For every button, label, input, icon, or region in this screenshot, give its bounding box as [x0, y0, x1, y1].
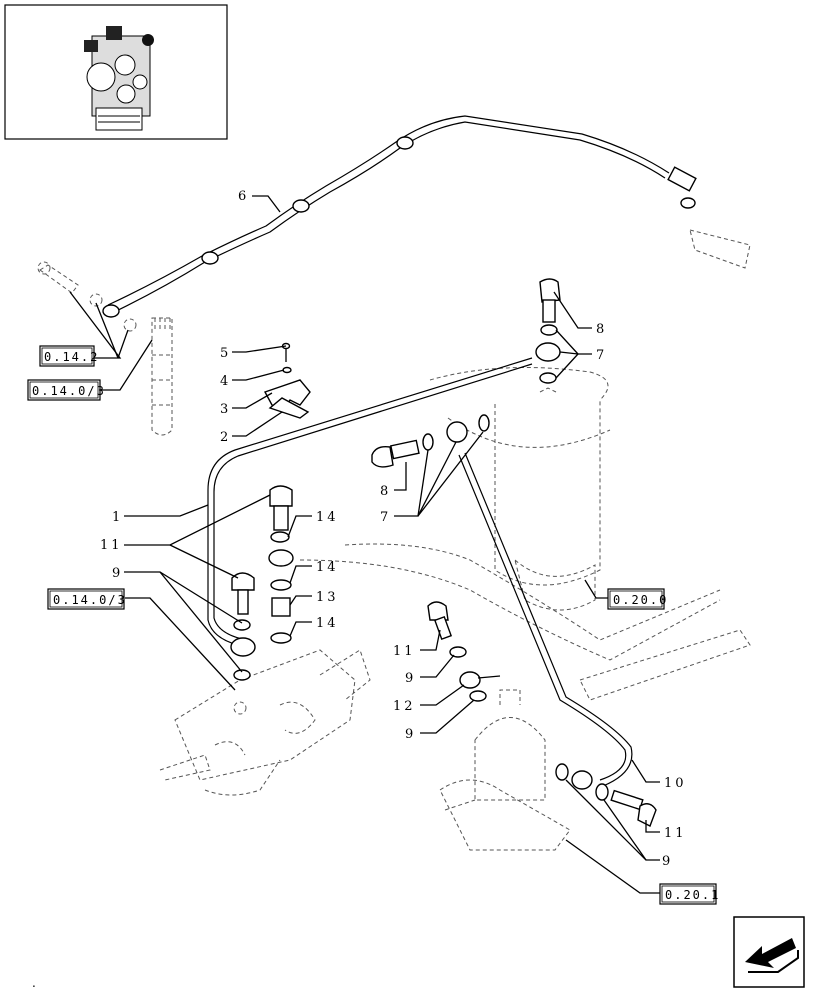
- engine-thumbnail[interactable]: [4, 4, 228, 140]
- fuel-filter-ghost: [429, 367, 611, 611]
- part-label-14-c: 14: [316, 616, 339, 631]
- fuel-pipe-10[interactable]: [458, 452, 633, 787]
- clamp-assembly[interactable]: [263, 342, 311, 419]
- reference-0-14-0-3-left-text: 0.14.0/3: [53, 593, 127, 607]
- part-label-9-c: 9: [405, 727, 416, 742]
- pump-connection-stack[interactable]: [230, 485, 294, 681]
- part-label-14-a: 14: [316, 510, 339, 525]
- fuel-hose-ghost: [299, 229, 751, 701]
- reference-box-0-14-0-3-top[interactable]: 0.14.0/3: [27, 379, 106, 401]
- part-label-5: 5: [220, 346, 231, 361]
- navigation-arrow-button[interactable]: [733, 916, 805, 988]
- part-label-8-b: 8: [380, 484, 391, 499]
- injector-ghost: [151, 317, 173, 436]
- arrow-down-left-icon: [745, 938, 799, 973]
- leak-off-pipe[interactable]: [102, 115, 697, 318]
- reference-0-14-2-text: 0.14.2: [44, 350, 99, 364]
- part-label-7-b: 7: [380, 510, 391, 525]
- part-label-11-a: 11: [100, 538, 123, 553]
- reference-box-0-14-2[interactable]: 0.14.2: [39, 345, 99, 367]
- part-label-12: 12: [393, 699, 416, 714]
- filter-top-banjo[interactable]: [535, 278, 561, 384]
- reference-0-20-1-text: 0.20.1: [665, 888, 720, 902]
- injection-pump-ghost: [159, 649, 371, 796]
- part-label-11-c: 11: [664, 826, 687, 841]
- part-label-9-a: 9: [112, 566, 123, 581]
- engine-icon: [84, 26, 154, 131]
- part-label-11-b: 11: [393, 644, 416, 659]
- filter-side-banjo[interactable]: [371, 414, 490, 468]
- part-label-9-b: 9: [405, 671, 416, 686]
- part-label-2: 2: [220, 430, 231, 445]
- fuel-pipe-1[interactable]: [207, 357, 533, 646]
- leader-lines: [69, 195, 660, 894]
- feed-pump-side-banjo[interactable]: [555, 763, 657, 827]
- part-label-13: 13: [316, 590, 339, 605]
- part-labels: 6 5 4 3 2 1 11 9 14 14 13 14 8 7 8 7 11 …: [100, 189, 687, 869]
- part-label-8-a: 8: [596, 322, 607, 337]
- feed-pump-ghost: [439, 689, 571, 851]
- part-label-7-a: 7: [596, 348, 607, 363]
- part-label-1: 1: [112, 510, 123, 525]
- reference-box-0-20-0[interactable]: 0.20.0: [607, 588, 668, 610]
- part-label-3: 3: [220, 402, 231, 417]
- reference-0-14-0-3-top-text: 0.14.0/3: [32, 384, 106, 398]
- leak-off-bolt-ghost: [37, 261, 137, 332]
- part-label-14-b: 14: [316, 560, 339, 575]
- footnote-dot: .: [32, 976, 36, 990]
- part-label-6: 6: [238, 189, 249, 204]
- reference-box-0-14-0-3-left[interactable]: 0.14.0/3: [47, 588, 127, 610]
- feed-pump-connection[interactable]: [427, 601, 501, 702]
- part-label-4: 4: [220, 374, 231, 389]
- reference-box-0-20-1[interactable]: 0.20.1: [659, 883, 720, 905]
- reference-0-20-0-text: 0.20.0: [613, 593, 668, 607]
- part-label-10: 10: [664, 776, 687, 791]
- part-label-9-d: 9: [662, 854, 673, 869]
